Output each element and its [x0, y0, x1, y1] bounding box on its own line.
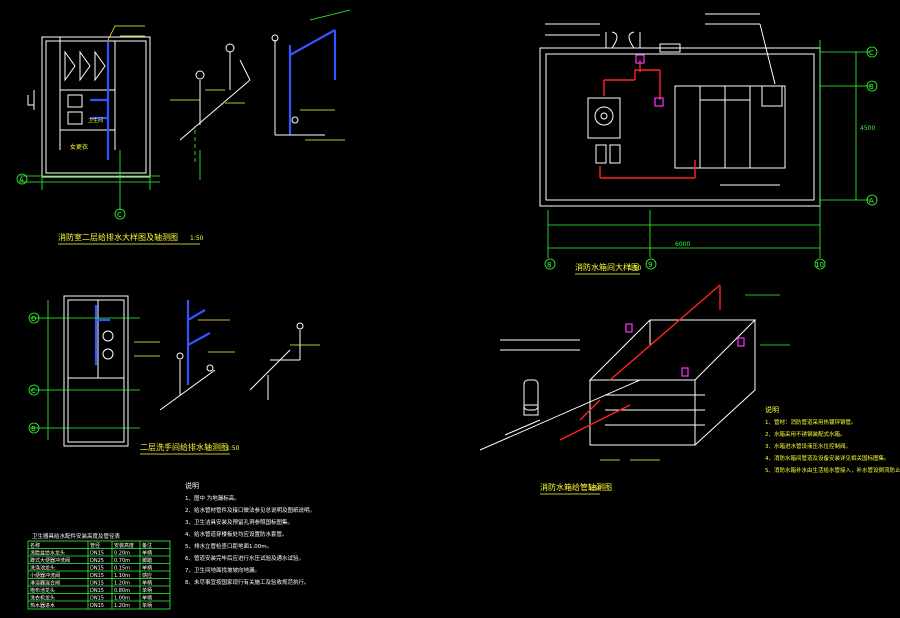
table-cell: 蹲式大便器冲洗阀 [30, 557, 70, 564]
title-restroom-riser: 消防室二层给排水大样图及轴测图 [58, 232, 178, 242]
title-bath-riser-scale: 1:50 [226, 445, 240, 452]
table-cell: 单柄 [142, 550, 152, 557]
table-cell: 单柄 [142, 580, 152, 587]
table-cell: DN25 [90, 558, 104, 564]
table-cell: 1.20m [114, 581, 130, 587]
grid-label-8: 8 [547, 261, 551, 269]
tank-isometric [479, 284, 790, 461]
table-cell: 单柄 [142, 565, 152, 572]
table-cell: 1.10m [114, 573, 130, 579]
bathroom-plan: D C B [28, 295, 160, 447]
notes-left-item: 4、给水管道穿楼板处均应设置防水套管。 [185, 530, 288, 538]
pump-room-plan: 4500 6000 C B A 8 9 10 [539, 13, 878, 270]
room-label-toilet: 卫生间 [88, 117, 103, 124]
table-cell: DN15 [90, 566, 104, 572]
notes-right: 说明 1、管材：消防管道采用热镀锌钢管。 2、水箱采用不锈钢装配式水箱。 3、水… [765, 405, 900, 474]
title-restroom-riser-scale: 1:50 [190, 235, 204, 242]
title-bath-riser: 二层洗手间给排水轴测图 [140, 442, 228, 452]
restroom-plan: A C 女更衣 卫生间 [16, 25, 160, 220]
title-pump-iso: 消防水箱给管轴测图 [540, 482, 612, 492]
notes-left-item: 1、图中 为地漏标高。 [185, 494, 240, 502]
restroom-isometric [170, 9, 351, 180]
notes-right-item: 5、消防水箱补水由生活给水管接入，补水管设倒流防止器。 [765, 466, 900, 474]
notes-left: 说明 1、图中 为地漏标高。 2、给水管材管件及接口做法参见总说明及图纸说明。 … [185, 481, 315, 586]
table-cell: 0.70m [114, 558, 130, 564]
room-label-female: 女更衣 [70, 143, 88, 151]
table-cell: 单柄 [142, 602, 152, 609]
notes-right-item: 2、水箱采用不锈钢装配式水箱。 [765, 430, 846, 438]
grid-label-d: D [31, 315, 36, 323]
table-cell: 0.20m [114, 551, 130, 557]
table-cell: 小便器冲洗阀 [30, 572, 60, 579]
title-pump-plan: 消防水箱间大样图 [575, 262, 639, 272]
table-header-cell: 名称 [30, 542, 40, 549]
notes-right-item: 4、消防水箱间管道及设备安装详见相关国标图集。 [765, 454, 890, 462]
notes-left-heading: 说明 [185, 481, 199, 490]
title-pump-plan-scale: 1:50 [628, 265, 642, 272]
table-cell: DN15 [90, 596, 104, 602]
table-cell: 1.20m [114, 603, 130, 609]
table-cell: 洗脸盆给水龙头 [30, 550, 65, 557]
notes-left-item: 3、卫生洁具安装及预留孔洞参照国标图集。 [185, 518, 293, 526]
grid-label-a: A [19, 176, 24, 184]
notes-right-item: 3、水箱进水管设液压水位控制阀。 [765, 442, 851, 450]
table-cell: 0.80m [114, 588, 130, 594]
table-cell: DN15 [90, 573, 104, 579]
table-cell: 拖布池龙头 [30, 587, 55, 594]
notes-left-item: 5、排水立管检查口距地面1.00m。 [185, 542, 272, 550]
table-cell: 0.15m [114, 566, 130, 572]
grid-label-10: 10 [815, 261, 824, 269]
grid-label-c: C [117, 211, 122, 219]
notes-right-heading: 说明 [765, 405, 779, 414]
table-cell: DN15 [90, 581, 104, 587]
notes-left-item: 8、未尽事宜按国家现行有关施工及验收规范执行。 [185, 578, 310, 586]
dim-right: 4500 [860, 125, 875, 132]
table-cell: 1.00m [114, 596, 130, 602]
table-cell: 洗涤池龙头 [30, 565, 55, 572]
grid-label-b: B [31, 425, 36, 433]
table-cell: DN15 [90, 603, 104, 609]
grid-label-r-b: B [869, 83, 874, 91]
table-cell: 淋浴器混合阀 [30, 580, 60, 587]
dim-width: 6000 [675, 241, 690, 248]
table-cell: 单柄 [142, 587, 152, 594]
table-cell: 洗衣机龙头 [30, 595, 55, 602]
notes-right-item: 1、管材：消防管道采用热镀锌钢管。 [765, 418, 857, 426]
table-cell: 脚踏 [142, 557, 152, 564]
grid-label-9: 9 [648, 261, 652, 269]
table-cell: 热水器进水 [30, 602, 55, 609]
bathroom-isometric [159, 300, 320, 411]
table-header-cell: 备注 [142, 542, 152, 549]
notes-left-item: 2、给水管材管件及接口做法参见总说明及图纸说明。 [185, 506, 315, 514]
table-cell: DN15 [90, 551, 104, 557]
table-cell: 感应 [142, 572, 152, 579]
table-header-cell: 管径 [90, 542, 100, 549]
notes-left-item: 6、管道安装完毕后应进行水压试验及通水试验。 [185, 554, 304, 562]
grid-label-r-a: A [869, 197, 874, 205]
table-header-cell: 安装高度 [114, 542, 134, 549]
table-cell: DN15 [90, 588, 104, 594]
title-pump-iso-scale: 1:50 [588, 485, 602, 492]
notes-left-item: 7、卫生间地面找坡坡向地漏。 [185, 566, 260, 574]
table-cell: 单柄 [142, 595, 152, 602]
fixture-table-title: 卫生器具给水配件安装高度及管径表 [32, 532, 121, 540]
grid-label-r-c: C [869, 49, 874, 57]
grid-label-c2: C [31, 387, 36, 395]
